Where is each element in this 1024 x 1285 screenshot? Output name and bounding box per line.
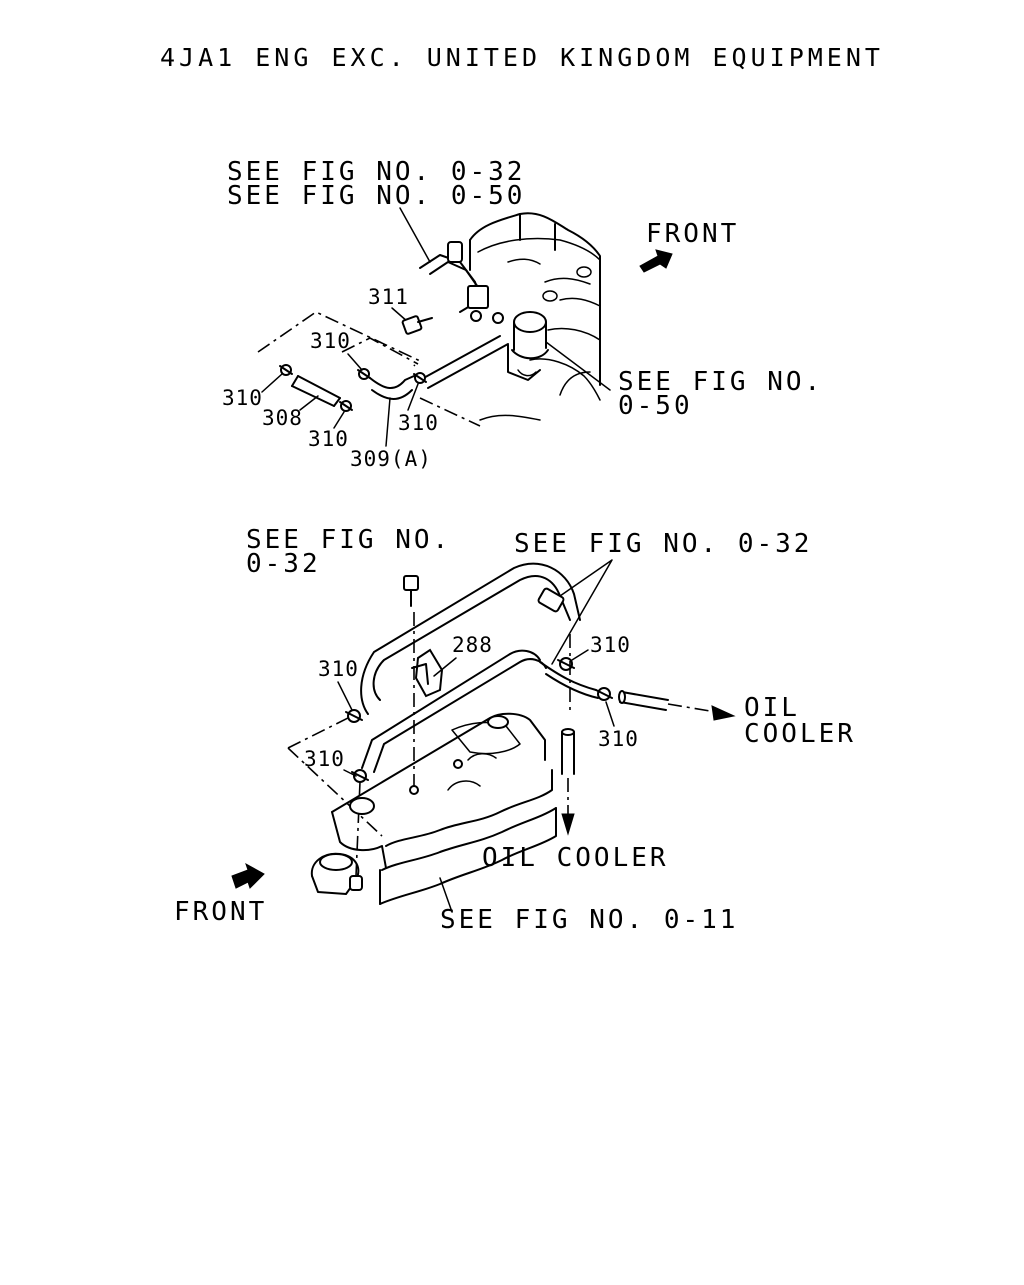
- hose-308: [291, 375, 341, 407]
- top-front-label: FRONT: [646, 219, 739, 249]
- top-front-arrow-icon: [639, 249, 673, 273]
- hose-309a: [369, 375, 415, 400]
- part-308-leader: [299, 395, 319, 411]
- oil-cooler-down-label: OIL COOLER: [482, 843, 669, 873]
- clamp-310-right-icon: [595, 687, 613, 701]
- part-310-label-1[interactable]: 310: [310, 329, 351, 353]
- long-pipe-top: [419, 335, 509, 389]
- lower-hose: [361, 649, 541, 769]
- top-right-ref-line2[interactable]: 0-50: [618, 391, 693, 421]
- bottom-ref-fig-0-11[interactable]: SEE FIG NO. 0-11: [440, 905, 738, 935]
- lower-hose-end: [539, 661, 599, 699]
- bottom-part-310-leader-1: [337, 681, 353, 711]
- part-310-label-2[interactable]: 310: [222, 386, 263, 410]
- part-288-label[interactable]: 288: [452, 633, 493, 657]
- bottom-part-310-leader-4: [605, 701, 615, 727]
- bottom-front-arrow-icon: [231, 862, 265, 889]
- bottom-part-310-label-4[interactable]: 310: [598, 727, 639, 751]
- oil-cooler-right-line1: OIL: [744, 693, 800, 723]
- bottom-left-ref-line2[interactable]: 0-32: [246, 549, 321, 579]
- part-311-label[interactable]: 311: [368, 285, 409, 309]
- top-dash-extension: [419, 397, 481, 427]
- bracket-288-icon: [411, 648, 444, 698]
- part-310-leader-1: [347, 353, 363, 371]
- part-308-label[interactable]: 308: [262, 406, 303, 430]
- part-310-label-3[interactable]: 310: [308, 427, 349, 451]
- bottom-top-ref[interactable]: SEE FIG NO. 0-32: [514, 529, 812, 559]
- top-view: SEE FIG NO. 0-32 SEE FIG NO. 0-50: [222, 157, 823, 471]
- bottom-part-310-label-2[interactable]: 310: [304, 747, 345, 771]
- clamp-310-left-icon: [345, 709, 363, 723]
- part-310-label-4[interactable]: 310: [398, 411, 439, 435]
- top-ref-leader: [399, 207, 431, 263]
- bottom-left-ref-line1[interactable]: SEE FIG NO.: [246, 525, 451, 555]
- oil-cooler-right-line2: COOLER: [744, 719, 856, 749]
- bottom-front-label: FRONT: [174, 897, 267, 927]
- part-309a-leader: [385, 397, 391, 447]
- bottom-top-ref-leaders: [551, 559, 613, 665]
- bottom-view: SEE FIG NO. 0-32 SEE FIG NO. 0-32 288: [174, 525, 856, 935]
- oil-cooler-right-arrow-icon: [711, 705, 736, 721]
- bolt-icon: [403, 575, 419, 607]
- top-ref-fig-0-50[interactable]: SEE FIG NO. 0-50: [227, 181, 525, 211]
- clamp-310-lower-left-icon: [351, 769, 369, 783]
- clamp-310-b-icon: [339, 400, 353, 412]
- bottom-part-310-leader-2: [343, 769, 357, 777]
- bottom-assembly-boundary: [287, 715, 383, 877]
- oil-cooler-pipe-down: [561, 728, 575, 775]
- bottom-ref-leader: [439, 877, 453, 913]
- bottom-part-310-leader-3: [571, 649, 589, 661]
- page-title: 4JA1 ENG EXC. UNITED KINGDOM EQUIPMENT: [160, 43, 884, 72]
- top-assembly-boundary: [257, 311, 420, 367]
- part-310-leader-4: [407, 383, 419, 411]
- clamp-310-c-icon: [357, 368, 371, 380]
- oil-cooler-pipe-right: [618, 690, 669, 711]
- bottom-part-310-label-1[interactable]: 310: [318, 657, 359, 681]
- top-right-ref-leader: [545, 341, 611, 391]
- bottom-part-310-label-3[interactable]: 310: [590, 633, 631, 657]
- part-288-leader: [433, 657, 457, 677]
- part-309a-label[interactable]: 309(A): [350, 447, 432, 471]
- upper-hose-outer: [360, 562, 581, 715]
- rocker-cover: [331, 712, 557, 905]
- pipe-group-top: [419, 241, 504, 324]
- clamp-310-a-icon: [279, 364, 293, 376]
- oil-filler-cap-icon: [310, 852, 363, 895]
- top-right-ref-line1[interactable]: SEE FIG NO.: [618, 367, 823, 397]
- part-310-leader-3: [333, 411, 345, 429]
- clamp-310-d-icon: [413, 372, 427, 384]
- oil-cooler-down-arrow-icon: [561, 813, 575, 836]
- upper-hose-coupler: [537, 587, 565, 613]
- pump-icon: [507, 311, 549, 381]
- bolt-311-icon: [401, 315, 433, 335]
- top-ref-fig-0-32[interactable]: SEE FIG NO. 0-32: [227, 157, 525, 187]
- clamp-310-upper-right-icon: [557, 657, 575, 671]
- upper-hose: [372, 575, 571, 701]
- part-310-leader-2: [261, 373, 283, 393]
- oil-cooler-flow-right: [667, 703, 717, 713]
